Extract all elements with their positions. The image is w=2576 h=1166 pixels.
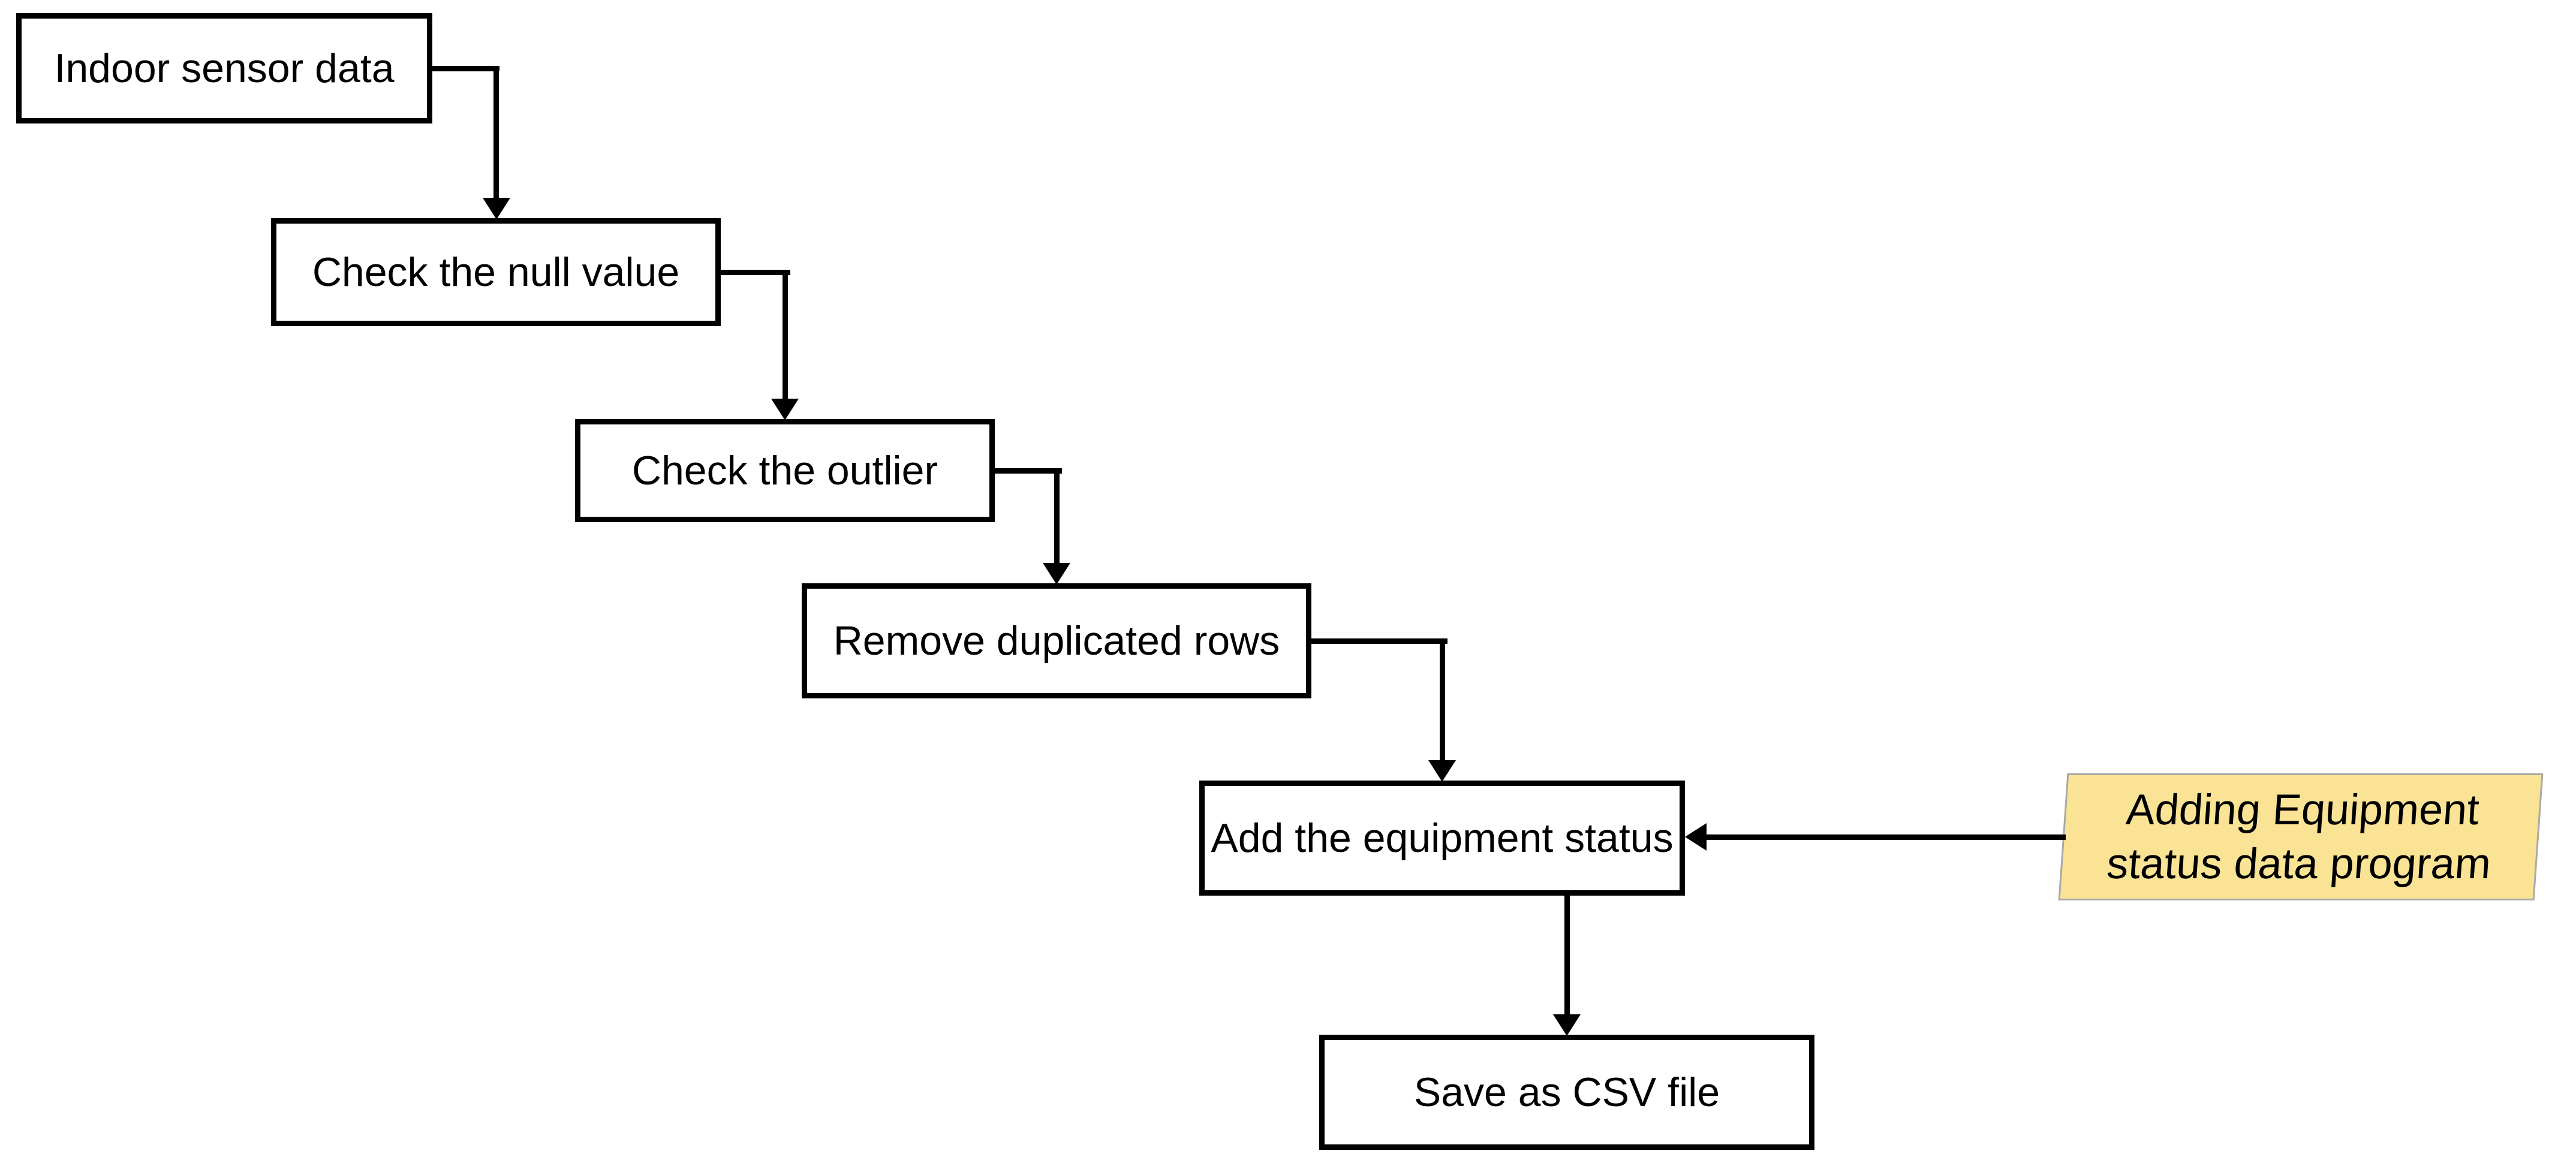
connector-indoor-to-null-vertical xyxy=(493,66,499,201)
flow-step-add-equipment-status: Add the equipment status xyxy=(1199,781,1685,896)
flow-step-label: Check the outlier xyxy=(631,447,938,493)
arrowhead-down-icon xyxy=(1428,760,1456,782)
flow-step-label: Save as CSV file xyxy=(1413,1069,1720,1115)
connector-equipment-to-save-vertical xyxy=(1564,896,1570,1016)
arrowhead-down-icon xyxy=(1553,1014,1581,1036)
connector-outlier-to-remove-horizontal xyxy=(995,468,1062,474)
annotation-note-line2: status data program xyxy=(2105,840,2493,888)
flow-step-save-csv: Save as CSV file xyxy=(1319,1035,1814,1150)
flow-step-check-null-value: Check the null value xyxy=(271,218,721,326)
connector-remove-to-equipment-horizontal xyxy=(1311,638,1448,644)
flow-step-indoor-sensor-data: Indoor sensor data xyxy=(16,13,432,123)
flow-step-label: Indoor sensor data xyxy=(54,45,395,91)
connector-outlier-to-remove-vertical xyxy=(1054,468,1060,564)
connector-null-to-outlier-horizontal xyxy=(721,270,790,275)
flow-step-check-outlier: Check the outlier xyxy=(575,419,995,522)
flow-step-remove-duplicates: Remove duplicated rows xyxy=(802,583,1311,698)
arrowhead-left-icon xyxy=(1685,823,1707,851)
connector-indoor-to-null-horizontal xyxy=(432,66,499,71)
connector-null-to-outlier-vertical xyxy=(783,270,788,400)
flow-step-label: Add the equipment status xyxy=(1211,815,1674,861)
arrowhead-down-icon xyxy=(483,198,510,219)
connector-note-to-equipment-horizontal xyxy=(1705,834,2066,840)
annotation-note-line1: Adding Equipment xyxy=(2124,786,2481,834)
annotation-note-equipment-program: Adding Equipment status data program xyxy=(2058,773,2544,900)
arrowhead-down-icon xyxy=(771,399,799,420)
connector-remove-to-equipment-vertical xyxy=(1440,638,1445,761)
flow-step-label: Remove duplicated rows xyxy=(833,617,1280,664)
flow-step-label: Check the null value xyxy=(312,249,680,295)
arrowhead-down-icon xyxy=(1043,563,1070,584)
